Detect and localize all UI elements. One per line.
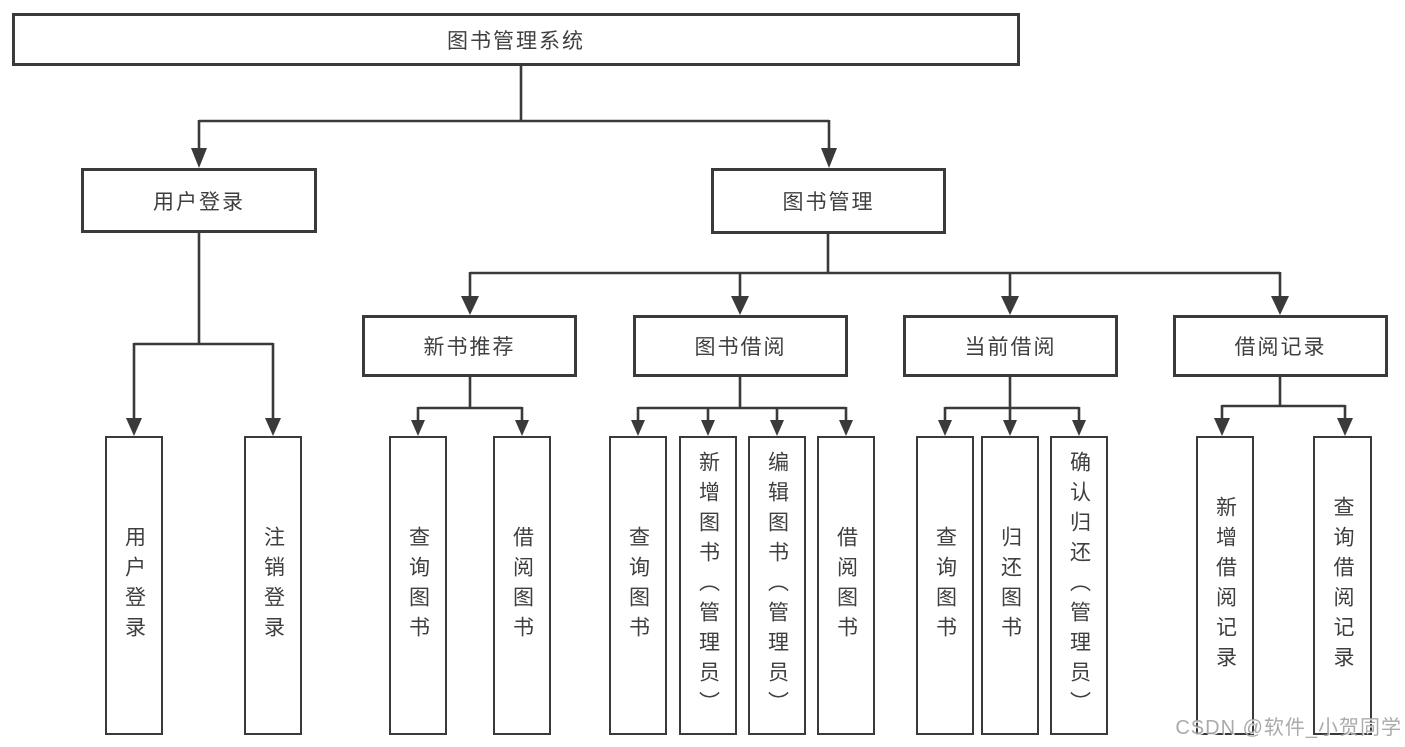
leaf-confirm-return-admin: 确认归还（管理员） [1050, 436, 1108, 735]
leaf-add-borrow-record: 新增借阅记录 [1196, 436, 1254, 735]
leaf-borrow-books: 借阅图书 [817, 436, 875, 735]
node-borrowing-records: 借阅记录 [1173, 315, 1388, 377]
watermark: CSDN @软件_小贺同学 [1175, 717, 1402, 739]
node-user-login: 用户登录 [81, 168, 317, 233]
leaf-query-books-recommend: 查询图书 [389, 436, 447, 735]
leaf-query-books-borrow: 查询图书 [609, 436, 667, 735]
leaf-add-book-admin: 新增图书（管理员） [679, 436, 737, 735]
leaf-logout: 注销登录 [244, 436, 302, 735]
leaf-query-borrow-record: 查询借阅记录 [1313, 436, 1372, 735]
leaf-borrow-books-recommend: 借阅图书 [493, 436, 551, 735]
node-new-book-recommendation: 新书推荐 [362, 315, 577, 377]
leaf-return-books: 归还图书 [981, 436, 1039, 735]
node-library-management-system: 图书管理系统 [12, 13, 1020, 66]
leaf-user-login: 用户登录 [105, 436, 163, 735]
node-book-management: 图书管理 [711, 168, 946, 234]
leaf-query-books-current: 查询图书 [916, 436, 974, 735]
node-book-borrowing: 图书借阅 [633, 315, 848, 377]
leaf-edit-book-admin: 编辑图书（管理员） [748, 436, 806, 735]
node-current-borrowing: 当前借阅 [903, 315, 1118, 377]
